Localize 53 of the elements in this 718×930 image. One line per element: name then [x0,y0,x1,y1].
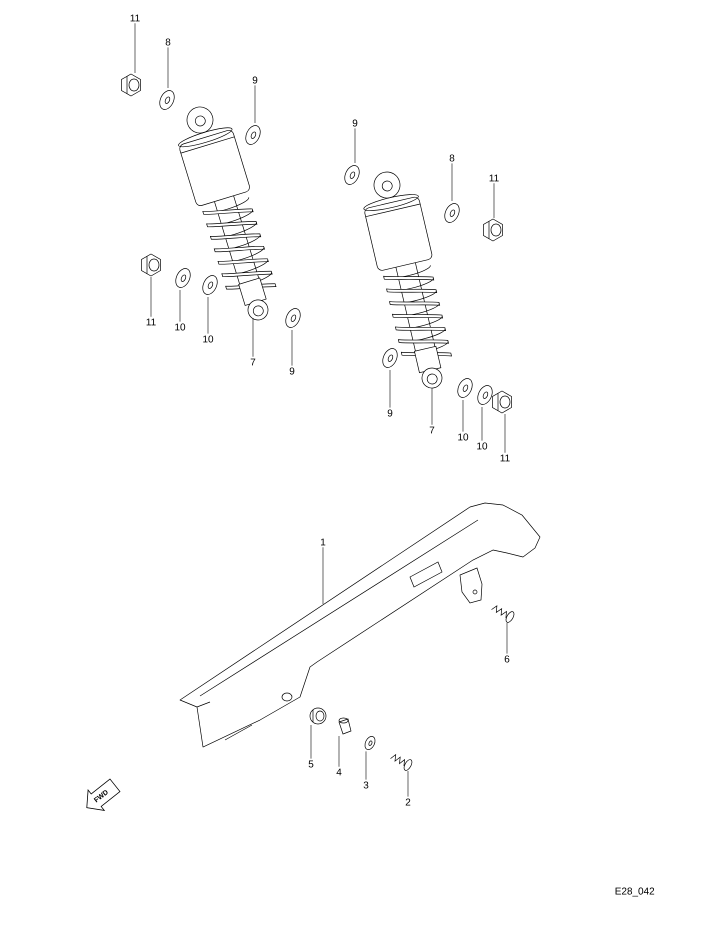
leader-line [462,400,464,432]
washer-drawing [364,736,376,750]
screw-drawing [390,754,412,771]
nut-drawing [492,390,512,414]
nut-drawing [483,218,503,242]
callout-number: 10 [456,432,470,442]
leader-line [134,22,136,74]
leader-line [322,546,324,604]
callout-number: 5 [306,759,316,769]
callout-number: 8 [164,37,172,48]
callout-number: 7 [248,357,258,367]
callout-number: 7 [428,425,436,435]
washer-drawing [285,308,301,328]
callout-number: 9 [288,366,296,376]
screw-drawing [491,605,514,623]
leader-line [252,318,254,358]
nut-drawing [121,74,141,96]
leader-line [354,128,356,164]
callout-number: 9 [386,408,394,418]
callout-number: 1 [318,537,328,547]
nut-drawing [141,254,161,276]
leader-line [254,85,256,124]
leader-line [310,724,312,759]
callout-number: 4 [334,767,344,777]
callout-number: 10 [474,440,490,452]
callout-number: 11 [128,13,142,23]
collar-drawing [338,718,352,734]
drawing-code: E28_042 [616,888,654,896]
washer-drawing [344,165,360,185]
chain-case-drawing [180,502,540,748]
leader-line [506,622,508,654]
callout-number: 9 [250,75,260,86]
washer-drawing [159,90,175,110]
shock-absorber-drawing [363,172,452,388]
washer-drawing [175,268,191,288]
washer-drawing [444,203,460,223]
leader-line [338,736,340,768]
callout-number: 11 [144,317,158,327]
callout-number: 9 [350,118,360,128]
callout-number: 10 [200,334,216,344]
washer-drawing [477,385,493,405]
callout-number: 2 [404,797,412,807]
washer-drawing [457,378,473,398]
callout-number: 6 [502,654,512,664]
grommet-drawing [310,708,326,724]
leader-line [504,414,506,454]
callout-number: 10 [172,322,188,332]
callout-number: 11 [498,453,512,463]
callout-number: 11 [487,173,501,183]
leader-line [150,276,152,318]
shock-absorber-drawing [178,106,276,320]
callout-number: 3 [362,780,370,790]
callout-number: 8 [448,153,456,164]
